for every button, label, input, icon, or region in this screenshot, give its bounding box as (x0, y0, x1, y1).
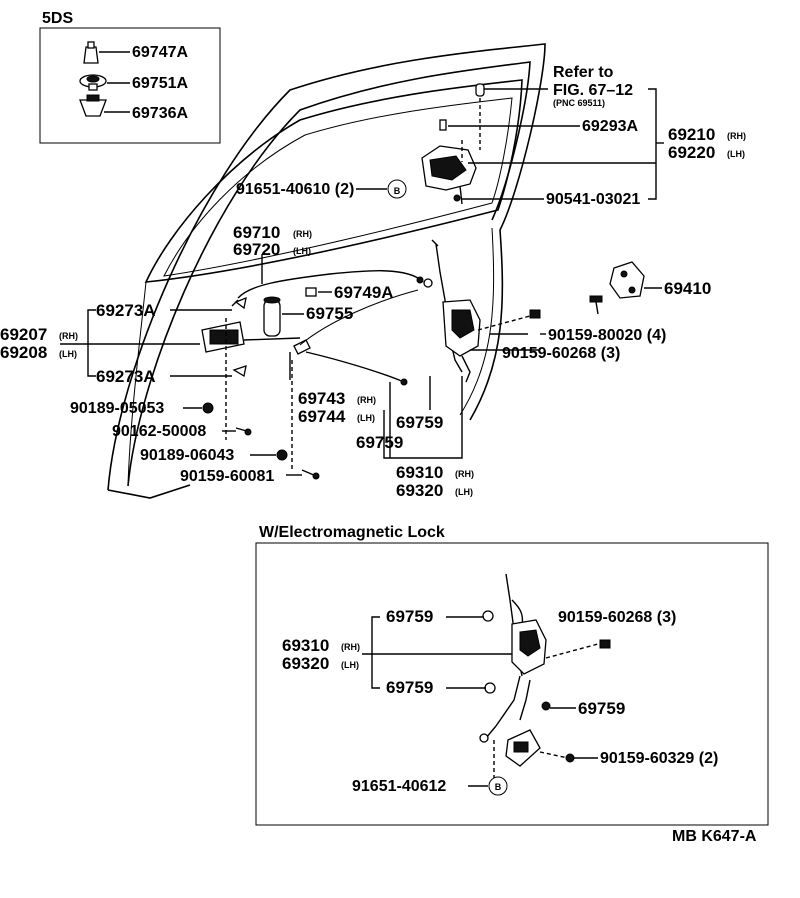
inset-label-69759-b: 69759 (386, 678, 433, 697)
label-90159-60081: 90159-60081 (180, 468, 274, 485)
suffix-69310: (RH) (455, 469, 474, 479)
door-frame-outline (107, 43, 546, 499)
suffix-69210: (RH) (727, 131, 746, 141)
suffix-69720: (LH) (293, 246, 311, 256)
suffix-69207: (RH) (59, 331, 78, 341)
suffix-69744: (LH) (357, 413, 375, 423)
label-69710: 69710 (233, 223, 280, 242)
label-69273a-bot: 69273A (96, 367, 156, 386)
circle-b-text-inset: B (495, 782, 502, 792)
label-69310: 69310 (396, 463, 443, 482)
suffix-69320: (LH) (455, 487, 473, 497)
inset-label-90159-60329: 90159-60329 (2) (600, 750, 718, 767)
label-90159-60268: 90159-60268 (3) (502, 345, 620, 362)
bracket-69310 (383, 376, 463, 459)
cylinder-69755-part (263, 296, 281, 337)
electromagnetic-lock-part (479, 573, 551, 767)
refer-line1: Refer to (553, 64, 614, 81)
label-90189-05053: 90189-05053 (70, 400, 164, 417)
rod-69710-part (231, 270, 424, 307)
bolt-90189-06043-icon (276, 449, 288, 461)
circle-b-marker-inset (488, 776, 508, 796)
suffix-69710: (RH) (293, 229, 312, 239)
inset-suffix-69310: (RH) (341, 642, 360, 652)
label-90541-03021: 90541-03021 (546, 191, 640, 208)
label-69720: 69720 (233, 240, 280, 259)
clip-69751a-icon (79, 74, 107, 91)
inset-label-69320: 69320 (282, 654, 329, 673)
label-69744: 69744 (298, 407, 346, 426)
inset-label-69759-c: 69759 (578, 699, 625, 718)
label-69759-a: 69759 (396, 413, 443, 432)
label-90162-50008: 90162-50008 (112, 423, 206, 440)
label-90159-80020: 90159-80020 (4) (548, 327, 666, 344)
inset-label-90159-60268: 90159-60268 (3) (558, 609, 676, 626)
label-69736a: 69736A (132, 105, 188, 122)
bolt-90189-05053-icon (202, 402, 214, 414)
inside-handle-part (201, 296, 301, 378)
label-69220: 69220 (668, 143, 715, 162)
clip-69747a-icon (83, 41, 99, 64)
refer-pnc: (PNC 69511) (553, 98, 605, 108)
bracket-69207 (87, 309, 96, 377)
suffix-69208: (LH) (59, 349, 77, 359)
inset-label-69759-a: 69759 (386, 607, 433, 626)
screw-90159-80020-icon (529, 309, 541, 319)
label-91651-40610: 91651-40610 (2) (236, 181, 354, 198)
circle-b-text: B (394, 186, 401, 196)
figure-code-label: MB K647-A (672, 828, 757, 845)
suffix-69220: (LH) (727, 149, 745, 159)
circle-b-marker (387, 179, 407, 199)
inset-suffix-69320: (LH) (341, 660, 359, 670)
suffix-69743: (RH) (357, 395, 376, 405)
label-69743: 69743 (298, 389, 345, 408)
striker-69410-part (589, 261, 645, 315)
label-69207: 69207 (0, 325, 47, 344)
label-69208: 69208 (0, 343, 47, 362)
label-69759-b: 69759 (356, 433, 403, 452)
bracket-69210 (648, 88, 657, 200)
clip-inset-box (39, 27, 221, 144)
door-lock-assembly-part (423, 239, 481, 383)
electromagnetic-lock-box (255, 542, 769, 826)
label-69273a-top: 69273A (96, 301, 156, 320)
inset-title: W/Electromagnetic Lock (259, 524, 445, 541)
clip-69736a-icon (79, 94, 107, 117)
label-90189-06043: 90189-06043 (140, 447, 234, 464)
clip-69749a-icon (305, 287, 317, 297)
label-69293a: 69293A (582, 118, 638, 135)
label-69749a: 69749A (334, 283, 394, 302)
label-69747a: 69747A (132, 44, 188, 61)
label-69755: 69755 (306, 304, 353, 323)
label-69410: 69410 (664, 279, 711, 298)
model-code-label: 5DS (42, 10, 73, 27)
rod-69743-part (293, 289, 419, 386)
label-69210: 69210 (668, 125, 715, 144)
label-69751a: 69751A (132, 75, 188, 92)
refer-line2: FIG. 67–12 (553, 82, 633, 99)
inset-label-91651-40612: 91651-40612 (352, 778, 446, 795)
label-69320: 69320 (396, 481, 443, 500)
inset-label-69310: 69310 (282, 636, 329, 655)
